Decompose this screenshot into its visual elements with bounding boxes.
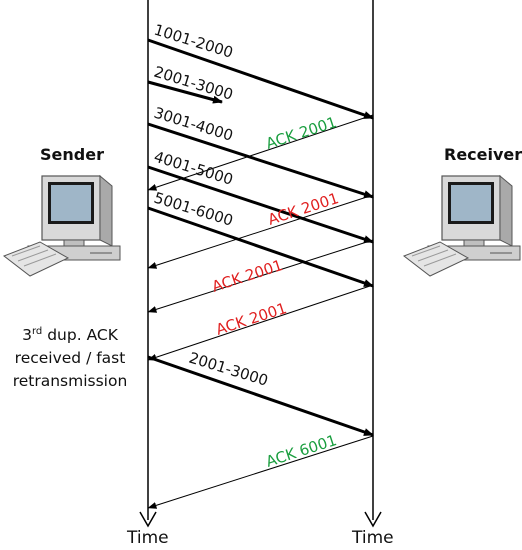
segment-arrow-4 (147, 165, 374, 244)
sender-time-label: Time (127, 528, 169, 548)
receiver-label: Receiver (444, 145, 522, 164)
ack-arrow-4 (147, 284, 374, 361)
ack-arrow-1 (147, 114, 374, 191)
retransmit-note-line3: retransmission (12, 372, 128, 391)
ack-arrow-5 (147, 435, 374, 509)
desktop-computer-icon (2, 174, 121, 277)
ack-arrow-3 (147, 239, 374, 313)
ack-label-1: ACK 2001 (264, 113, 339, 153)
ack-arrow-2 (147, 194, 374, 269)
retransmit-note-line2: received / fast (14, 349, 126, 368)
segment-arrow-3 (147, 122, 374, 199)
segment-arrow-5 (147, 206, 374, 288)
retransmit-note: 3rd dup. ACK received / fast retransmiss… (0, 320, 140, 393)
ack-label-4: ACK 2001 (214, 299, 289, 339)
segment-arrow-1 (147, 38, 374, 120)
ack-label-2: ACK 2001 (266, 189, 341, 229)
desktop-computer-icon (402, 174, 521, 277)
segment-arrow-6 (147, 355, 374, 437)
segment-arrow-2 (147, 80, 223, 104)
segment-label-2: 2001-3000 (152, 63, 235, 104)
ack-label-3: ACK 2001 (210, 256, 285, 296)
receiver-timeline-arrowhead (364, 511, 382, 528)
retransmit-note-line1: 3rd dup. ACK (22, 326, 118, 345)
ack-label-5: ACK 6001 (264, 431, 339, 471)
receiver-time-label: Time (352, 528, 394, 548)
sender-label: Sender (40, 145, 104, 164)
sender-timeline-arrowhead (139, 511, 157, 528)
